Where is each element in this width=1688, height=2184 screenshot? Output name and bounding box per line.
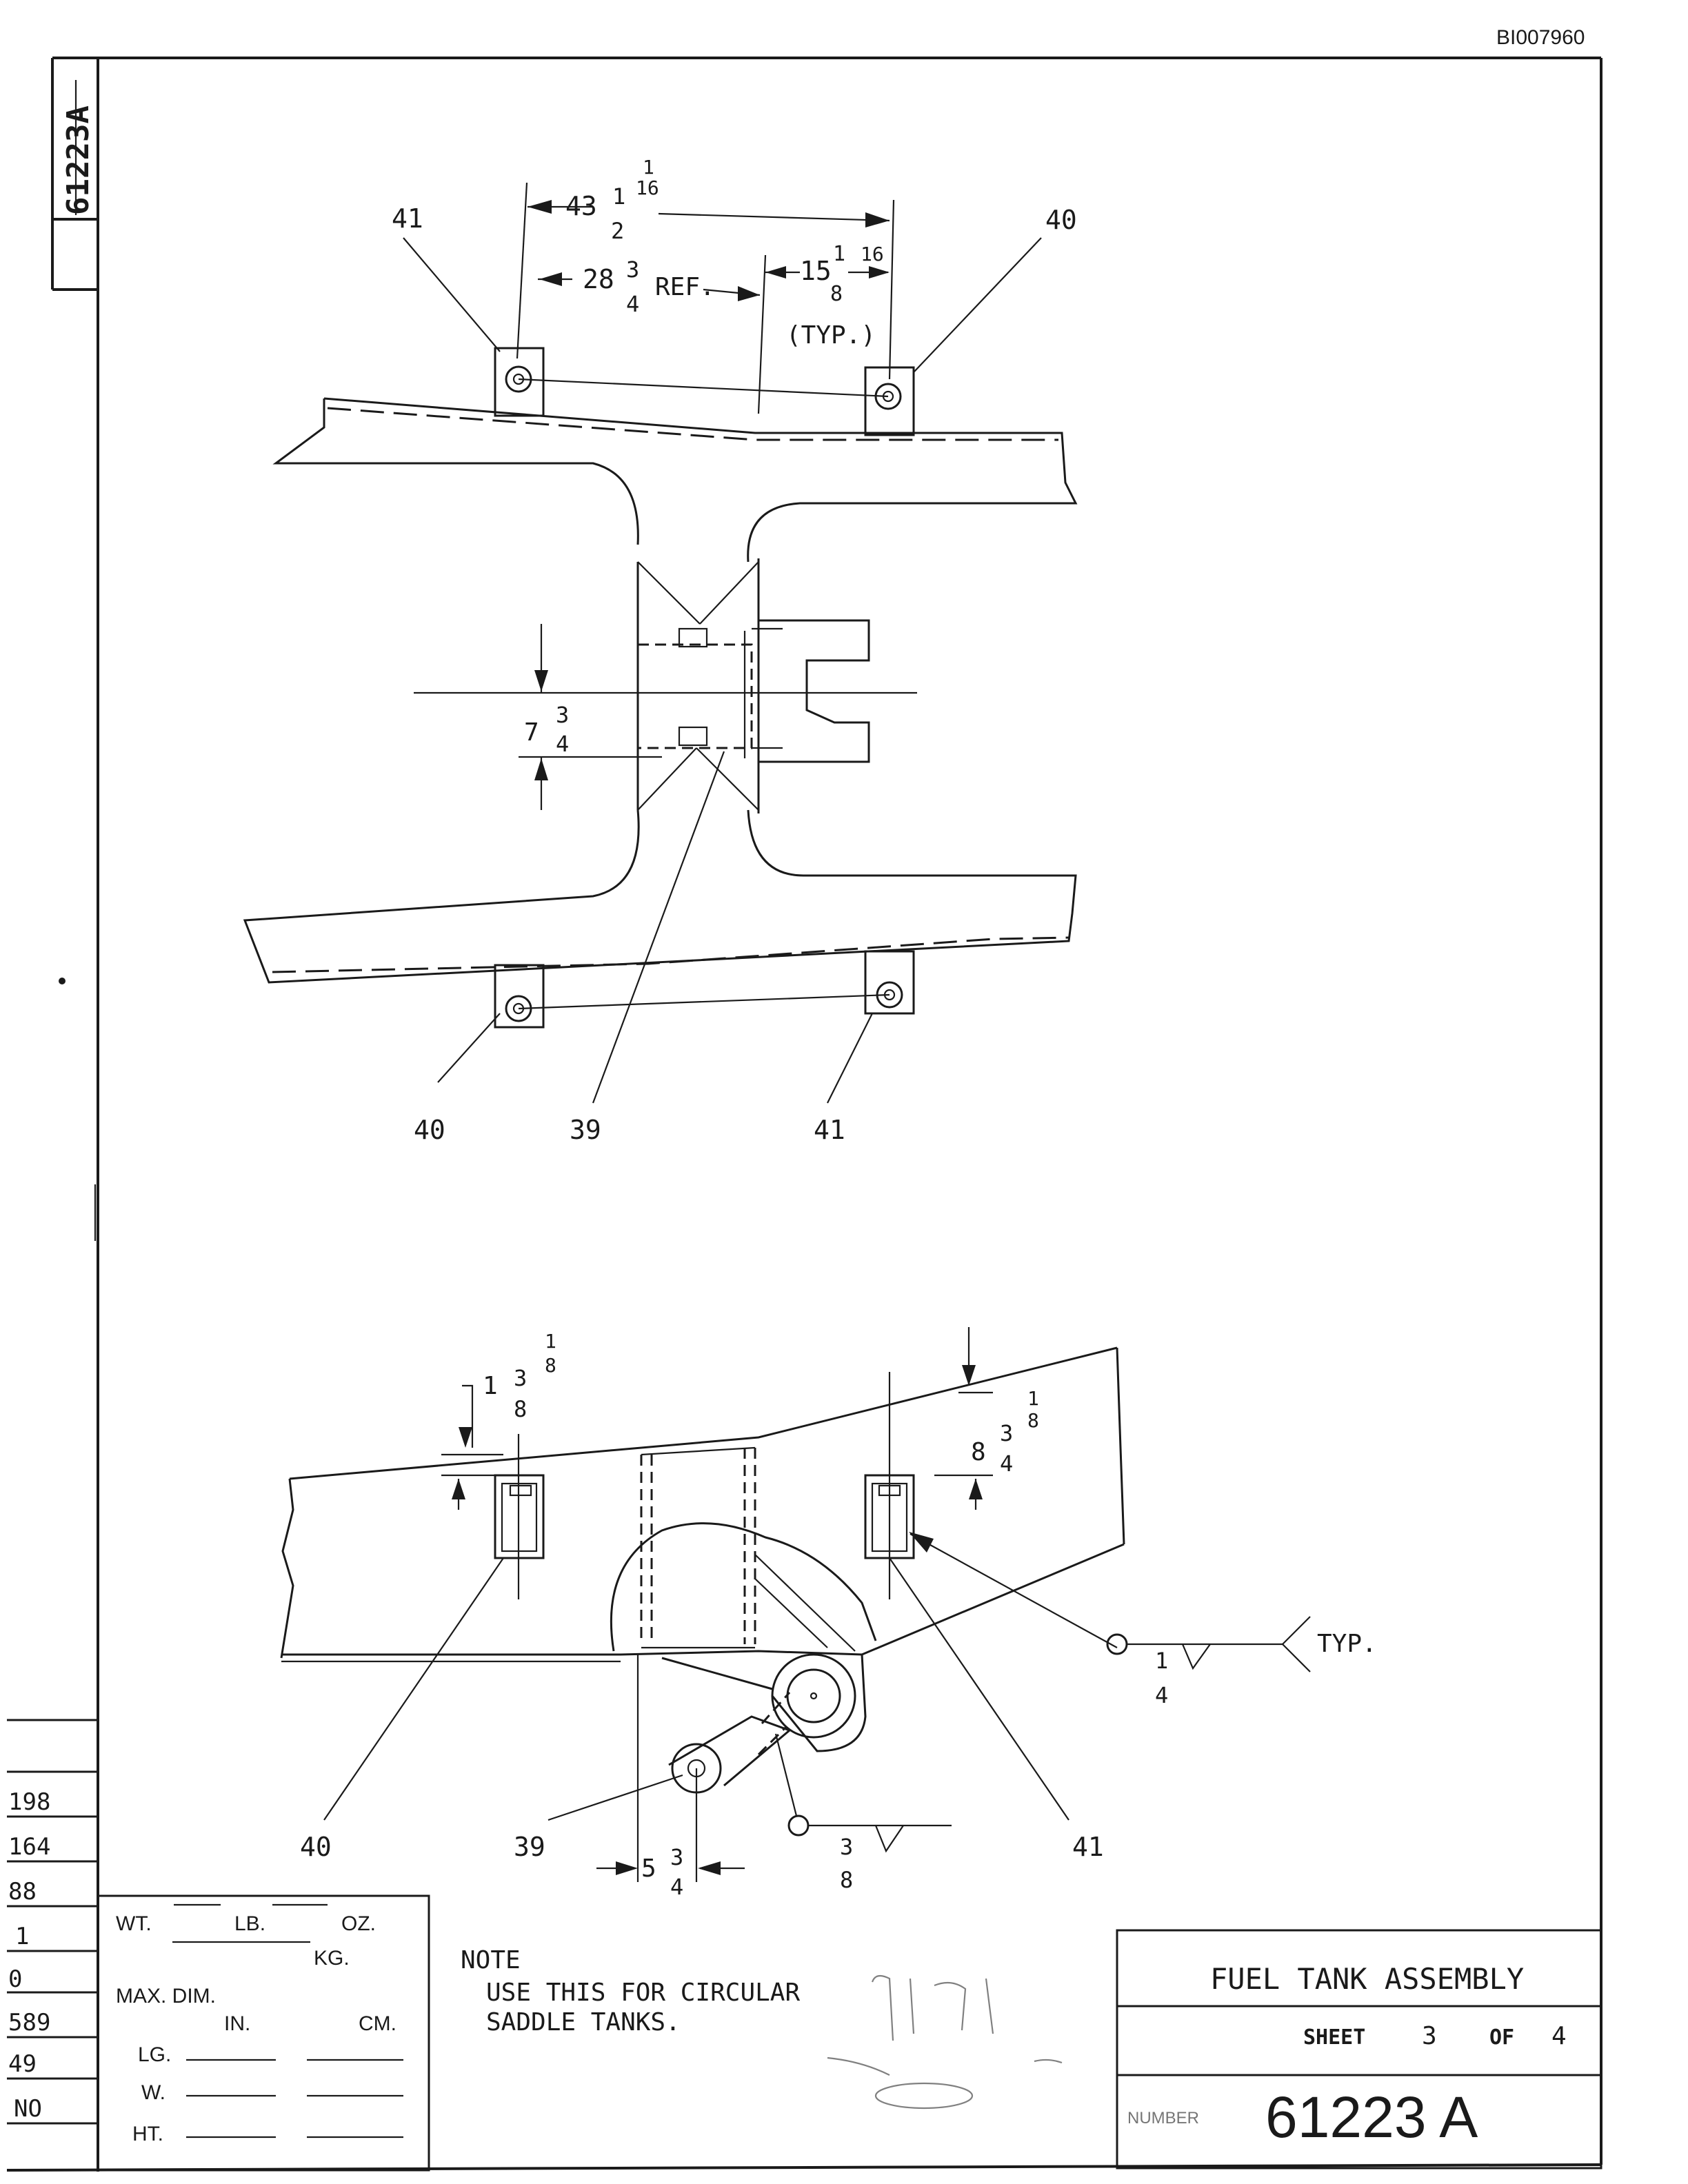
revision-row-3: 88 [8, 1878, 37, 1905]
revision-row-1: 198 [8, 1788, 50, 1816]
approval-stamp [827, 1974, 1063, 2110]
dim-5-num: 3 [670, 1844, 683, 1870]
revision-row-6: 589 [8, 2009, 50, 2036]
dim-7-den: 4 [556, 731, 569, 757]
revision-row-5: 0 [8, 1965, 22, 1993]
dim-28-whole: 28 [583, 264, 614, 294]
dim-1-num: 3 [514, 1365, 527, 1391]
dim-43-extra-num: 1 [643, 156, 654, 179]
dim-8-whole: 8 [971, 1438, 986, 1466]
number-label: NUMBER [1127, 2109, 1199, 2127]
weld-1-den: 4 [1155, 1682, 1168, 1708]
document-id: BI007960 [1496, 26, 1585, 49]
typ-label: (TYP.) [786, 321, 876, 350]
dim-43-extra-den: 16 [636, 176, 659, 199]
bottom-view [280, 1327, 1311, 1882]
dim-15-whole: 15 [800, 256, 832, 286]
title-block [1116, 1929, 1602, 2170]
in-label: IN. [224, 2012, 250, 2035]
dim-7-num: 3 [556, 702, 569, 728]
drawing-title: FUEL TANK ASSEMBLY [1210, 1962, 1524, 1996]
dim-1-extra-num: 1 [545, 1330, 556, 1353]
dim-15-den: 8 [830, 282, 843, 306]
dim-7-whole: 7 [524, 718, 539, 747]
w-label: W. [141, 2081, 165, 2104]
note-line-1: USE THIS FOR CIRCULAR [486, 1979, 800, 2007]
note-line-2: SADDLE TANKS. [486, 2008, 681, 2036]
dim-43-num: 1 [612, 183, 625, 210]
revision-row-2: 164 [8, 1833, 50, 1861]
dim-43-den: 2 [611, 218, 624, 244]
revision-row-8: NO [14, 2095, 42, 2123]
dim-8-num: 3 [1000, 1420, 1013, 1446]
lb-label: LB. [234, 1912, 265, 1935]
callout-40-mid: 40 [414, 1115, 445, 1145]
sheet-label: SHEET [1303, 2025, 1365, 2050]
dim-1-whole: 1 [483, 1372, 498, 1400]
weight-block [97, 1894, 430, 2172]
dim-5-whole: 5 [641, 1854, 656, 1883]
cm-label: CM. [359, 2012, 396, 2035]
max-dim-label: MAX. DIM. [116, 1985, 216, 2008]
callout-39-bottom: 39 [514, 1832, 545, 1862]
sheet-frame [6, 57, 1602, 2172]
callout-41-mid: 41 [814, 1115, 845, 1145]
ref-label: REF. [655, 273, 715, 301]
callout-40-top: 40 [1045, 205, 1077, 235]
lg-label: LG. [138, 2043, 171, 2066]
dim-1-extra-den: 8 [545, 1354, 556, 1377]
ht-label: HT. [132, 2123, 163, 2145]
dim-16-label: 16 [861, 243, 884, 265]
revision-row-7: 49 [8, 2050, 37, 2078]
dim-8-extra-num: 1 [1027, 1387, 1039, 1410]
stray-dot [59, 978, 66, 984]
revision-row-4: 1 [15, 1923, 29, 1950]
of-label: OF [1489, 2025, 1514, 2050]
callout-41-bottom: 41 [1072, 1832, 1104, 1862]
weld-1-num: 1 [1155, 1648, 1168, 1674]
dim-8-den: 4 [1000, 1450, 1013, 1477]
weld-typ-label: TYP. [1317, 1630, 1377, 1658]
dim-43-whole: 43 [565, 191, 597, 221]
note-heading: NOTE [461, 1946, 521, 1974]
drawing-number: 61223 A [1265, 2085, 1478, 2150]
kg-label: KG. [314, 1947, 350, 1970]
dim-28-num: 3 [626, 256, 639, 283]
callout-39-mid: 39 [570, 1115, 601, 1145]
callout-41-top: 41 [392, 203, 423, 234]
side-drawing-stamp: 61223A [61, 105, 96, 215]
weld-2-den: 8 [840, 1867, 853, 1893]
dim-8-extra-den: 8 [1027, 1409, 1039, 1432]
dim-15-num: 1 [833, 242, 845, 266]
dim-1-den: 8 [514, 1396, 527, 1422]
oz-label: OZ. [341, 1912, 376, 1935]
wt-label: WT. [116, 1912, 152, 1935]
revision-column [7, 1719, 98, 2125]
callout-40-bottom: 40 [300, 1832, 332, 1862]
top-view [243, 182, 1078, 1104]
sheet-total: 4 [1551, 2022, 1567, 2050]
sheet-number: 3 [1422, 2022, 1437, 2050]
dim-5-den: 4 [670, 1874, 683, 1900]
dim-28-den: 4 [626, 291, 639, 317]
weld-2-num: 3 [840, 1834, 853, 1860]
